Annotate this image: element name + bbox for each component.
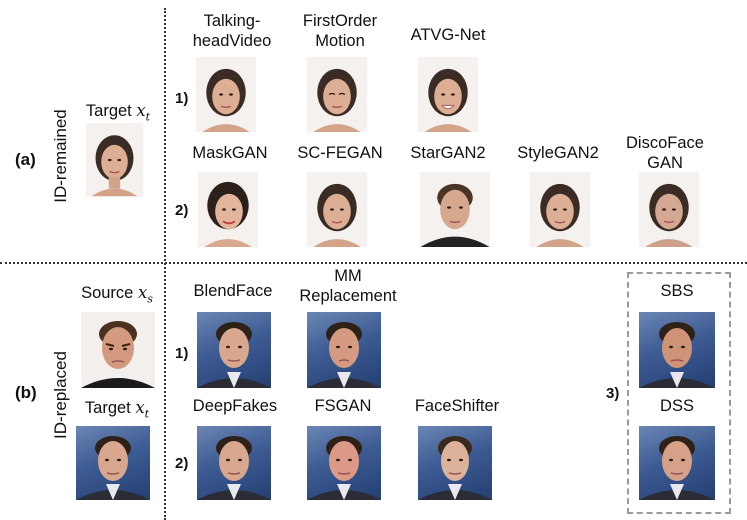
face-icon <box>204 181 252 247</box>
face-icon <box>81 321 155 388</box>
face-stargan2 <box>420 172 490 247</box>
face-fsgan <box>307 426 381 500</box>
vertical-divider <box>164 8 166 520</box>
face-mm-replacement <box>307 312 381 388</box>
label-faceshifter: FaceShifter <box>414 397 500 415</box>
source-b-var: xs <box>137 283 153 306</box>
section-a-label: (a) <box>15 150 36 169</box>
label-first-order: FirstOrder Motion <box>290 11 390 51</box>
face-icon <box>197 436 271 500</box>
face-atvg <box>418 57 478 132</box>
label-dss: DSS <box>660 397 694 415</box>
label-discoface: DiscoFace GAN <box>615 133 715 173</box>
target-a-word: Target <box>85 102 132 120</box>
face-icon <box>91 135 138 197</box>
face-icon <box>313 183 361 247</box>
label-first-line1: FirstOrder <box>302 12 378 30</box>
label-sbs: SBS <box>660 282 694 300</box>
label-blendface: BlendFace <box>193 282 273 300</box>
face-target-b <box>76 426 150 500</box>
face-talking-head <box>196 57 256 132</box>
label-deepfakes: DeepFakes <box>192 397 278 415</box>
face-faceshifter <box>418 426 492 500</box>
row-a1-number: 1) <box>175 90 189 107</box>
face-target-a <box>86 123 143 197</box>
row-b2-number: 2) <box>175 455 189 472</box>
label-disco-line2: GAN <box>647 154 683 172</box>
label-talking-head: Talking- headVideo <box>187 11 277 51</box>
target-a-caption: Target xt <box>73 101 163 127</box>
face-icon <box>202 68 250 132</box>
row-a2-number: 2) <box>175 202 189 219</box>
label-talking-line1: Talking- <box>203 12 261 30</box>
target-b-var: xt <box>135 398 150 421</box>
face-icon <box>313 68 361 132</box>
label-fsgan: FSGAN <box>314 397 372 415</box>
face-icon <box>197 322 271 388</box>
sbs-dss-group-box <box>627 272 731 514</box>
face-deepfakes <box>197 426 271 500</box>
id-replaced-label: ID-replaced <box>51 351 70 439</box>
label-maskgan: MaskGAN <box>192 144 268 162</box>
face-icon <box>424 68 472 132</box>
label-stargan2: StarGAN2 <box>410 144 486 162</box>
source-b-word: Source <box>81 284 134 302</box>
target-b-caption: Target xt <box>71 398 163 424</box>
section-b-label: (b) <box>15 383 37 402</box>
label-mm-line1: MM <box>334 267 362 285</box>
face-source-b <box>81 312 155 388</box>
horizontal-divider <box>0 262 747 264</box>
label-first-line2: Motion <box>315 32 365 50</box>
face-dss <box>639 426 715 500</box>
face-icon <box>645 183 693 247</box>
id-remained-label: ID-remained <box>51 109 70 203</box>
face-first-order <box>307 57 367 132</box>
face-icon <box>418 436 492 500</box>
face-icon <box>639 436 715 500</box>
face-icon <box>76 436 150 500</box>
face-scfegan <box>307 172 367 247</box>
face-icon <box>420 183 490 247</box>
label-talking-line2: headVideo <box>192 32 272 50</box>
face-stylegan2 <box>530 172 590 247</box>
label-atvg: ATVG-Net <box>410 26 486 44</box>
face-discoface <box>639 172 699 247</box>
target-a-var: xt <box>136 101 151 124</box>
label-mm-line2: Replacement <box>299 287 397 305</box>
face-icon <box>307 322 381 388</box>
row-b1-number: 1) <box>175 345 189 362</box>
face-maskgan <box>198 172 258 247</box>
face-sbs <box>639 312 715 388</box>
source-b-caption: Source xs <box>71 283 163 309</box>
face-icon <box>307 436 381 500</box>
face-icon <box>639 322 715 388</box>
face-icon <box>536 183 584 247</box>
row-b3-number: 3) <box>606 385 620 402</box>
target-b-word: Target <box>84 399 131 417</box>
label-scfegan: SC-FEGAN <box>297 144 383 162</box>
label-stylegan2: StyleGAN2 <box>517 144 599 162</box>
label-disco-line1: DiscoFace <box>626 134 704 152</box>
label-mm-replacement: MM Replacement <box>288 266 408 306</box>
face-blendface <box>197 312 271 388</box>
